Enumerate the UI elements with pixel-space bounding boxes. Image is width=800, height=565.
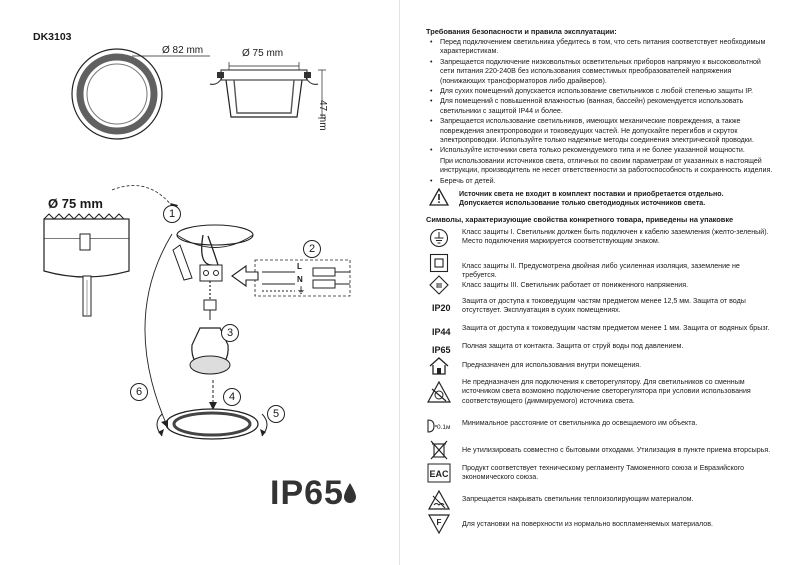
ip65-label: IP65 [432, 345, 451, 355]
step-2-marker: 2 [303, 240, 321, 258]
safety-requirements-list: Перед подключением светильника убедитесь… [428, 38, 773, 187]
list-item: Для помещений с повышенной влажностью (в… [428, 97, 773, 116]
symbol-row: IP44 Защита от доступа к токоведущим час… [426, 322, 774, 340]
wire-label-l: L [297, 262, 302, 271]
symbol-row: Не утилизировать совместно с бытовыми от… [426, 440, 774, 460]
symbol-row: Класс защиты II. Предусмотрена двойная л… [426, 253, 774, 279]
wire-label-n: N [297, 275, 303, 284]
list-item: Запрещается подключение низковольтных ос… [428, 58, 773, 86]
f-mark-icon: F [426, 514, 452, 534]
symbol-row: EAC Продукт соответствует техническому р… [426, 463, 774, 483]
symbol-row: III Класс защиты III. Светильник работае… [426, 275, 774, 295]
symbol-row: F Для установки на поверхности из нормал… [426, 514, 774, 534]
no-dimmer-icon [426, 381, 452, 403]
svg-text:EAC: EAC [429, 469, 449, 479]
list-item: Используйте источники света только реком… [428, 146, 773, 156]
step-6-marker: 6 [130, 383, 148, 401]
step-3-marker: 3 [221, 324, 239, 342]
ip44-label: IP44 [432, 327, 451, 337]
list-note: При использовании источников света, отли… [440, 156, 773, 175]
indoor-house-icon [426, 356, 452, 376]
min-distance-icon: 0.1м [426, 416, 452, 436]
symbol-row: Не предназначен для подключения к светор… [426, 378, 774, 405]
outer-diameter-label: Ø 82 mm [162, 45, 204, 56]
svg-text:III: III [436, 283, 442, 290]
svg-text:0.1м: 0.1м [437, 424, 451, 431]
no-household-waste-icon [426, 440, 452, 460]
class-3-low-voltage-icon: III [426, 275, 452, 295]
no-insulation-cover-icon [426, 490, 452, 510]
ip65-badge: IP65 [270, 474, 344, 512]
symbols-title: Символы, характеризующие свойства конкре… [426, 215, 734, 224]
symbol-row: Предназначен для использования внутри по… [426, 356, 774, 376]
safety-requirements-title: Требования безопасности и правила эксплу… [426, 27, 617, 36]
page-divider [399, 0, 400, 565]
hole-diameter-label: Ø 75 mm [48, 196, 103, 211]
top-view-drawing [71, 48, 326, 140]
step-5-marker: 5 [267, 405, 285, 423]
symbol-row: IP65 Полная защита от контакта. Защита о… [426, 340, 774, 358]
step-4-marker: 4 [223, 388, 241, 406]
installation-drawing [43, 185, 351, 440]
list-item: Перед подключением светильника убедитесь… [428, 38, 773, 57]
model-number: DK3103 [33, 31, 72, 43]
class-1-ground-icon [426, 228, 452, 248]
step-1-marker: 1 [163, 205, 181, 223]
wire-label-ground: ⏚ [297, 286, 305, 295]
height-label: 47 mm [317, 100, 328, 131]
ip20-label: IP20 [432, 303, 451, 313]
inner-diameter-label: Ø 75 mm [242, 48, 284, 59]
installation-panel: DK3103 Ø 82 mm Ø 75 mm 47 mm [33, 31, 356, 512]
warning-triangle-icon [429, 188, 449, 206]
water-drop-icon [344, 483, 356, 503]
eac-mark-icon: EAC [426, 463, 452, 483]
symbol-row: 0.1м Минимальное расстояние от светильни… [426, 416, 774, 434]
warning-text: Источник света не входит в комплект пост… [459, 190, 724, 208]
svg-text:F: F [437, 518, 442, 527]
list-item: Запрещается использование светильников, … [428, 117, 773, 145]
list-item: Беречь от детей. [428, 177, 773, 187]
class-2-double-insulation-icon [426, 253, 452, 273]
symbol-row: Запрещается накрывать светильник теплоиз… [426, 490, 774, 510]
symbol-row: Класс защиты I. Светильник должен быть п… [426, 228, 774, 248]
list-item: Для сухих помещений допускается использо… [428, 87, 773, 97]
symbol-row: IP20 Защита от доступа к токоведущим час… [426, 297, 774, 315]
